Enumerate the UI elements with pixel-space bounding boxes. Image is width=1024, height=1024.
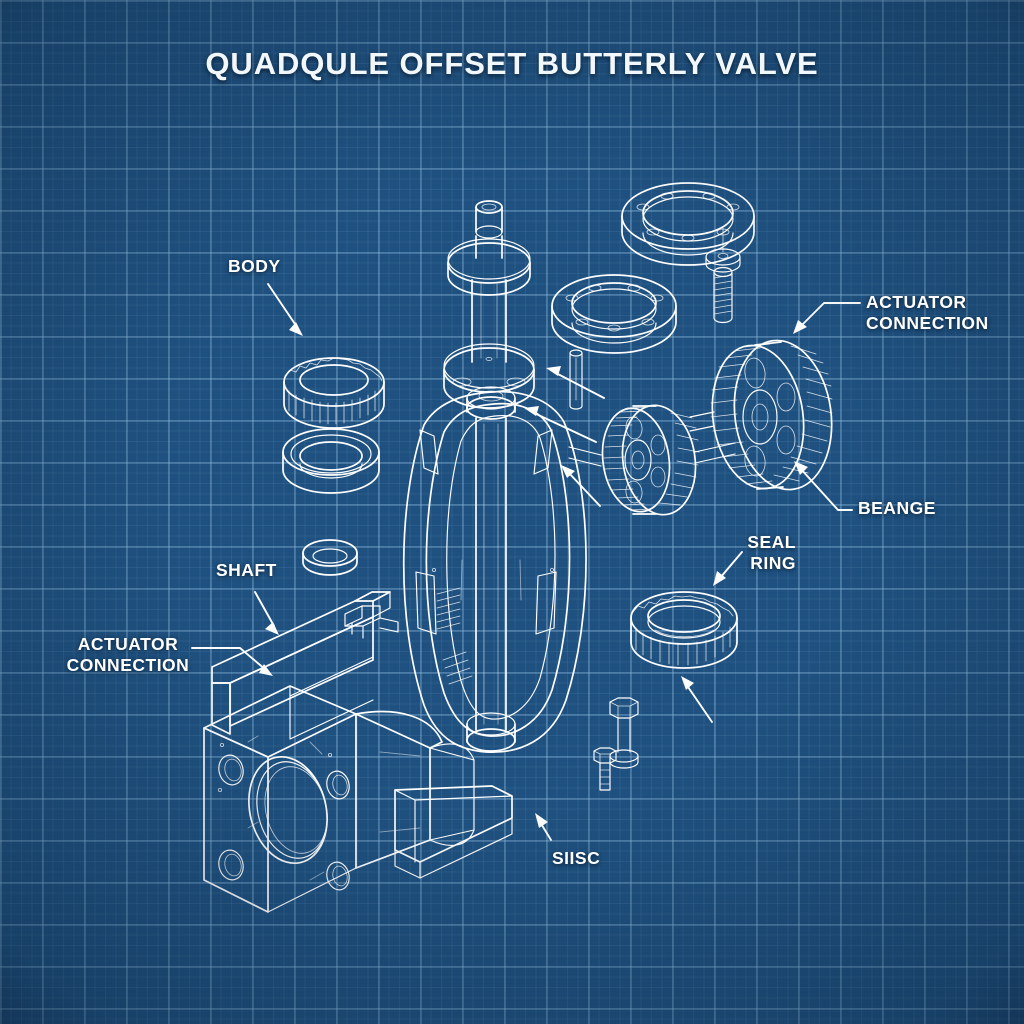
callout-label-actuator-connection-top: ACTUATOR CONNECTION: [866, 292, 989, 333]
part-flange-washer: [705, 227, 741, 273]
part-butterfly-disc: [402, 386, 587, 753]
part-bearing-ring: [282, 428, 380, 494]
part-flange-bolt: [713, 266, 733, 324]
part-seal-ring-gear: [630, 591, 738, 669]
page-title: QUADQULE OFFSET BUTTERLY VALVE: [205, 46, 819, 81]
part-hex-bolt-large: [609, 697, 639, 769]
callout-label-beange: BEANGE: [858, 498, 936, 518]
callout-label-seal-ring: SEAL RING: [747, 532, 796, 573]
leader-seal-ring-lower: [681, 676, 713, 723]
callout-label-siisc: SIISC: [552, 848, 601, 868]
leader-actuator-connection-top: [793, 302, 861, 334]
leader-disc-upper: [524, 406, 597, 443]
part-drive-gear: [568, 404, 736, 516]
part-hex-bolt-small: [593, 747, 617, 791]
part-lower-flange: [551, 274, 677, 354]
part-actuator-gear: [689, 339, 833, 491]
leader-shaft: [254, 591, 279, 635]
leader-beange: [794, 461, 853, 511]
leader-body: [267, 283, 303, 336]
leader-siisc: [535, 813, 552, 841]
part-spacer-washer: [302, 539, 358, 576]
callout-label-actuator-connection-left: ACTUATOR CONNECTION: [66, 634, 190, 675]
part-stem-shaft: [443, 200, 535, 409]
part-upper-flange: [621, 182, 755, 266]
part-dowel-pin: [569, 349, 583, 410]
callout-label-shaft: SHAFT: [216, 560, 277, 580]
leader-seal-ring: [713, 551, 743, 586]
part-splined-ring: [283, 357, 385, 429]
callout-label-body: BODY: [228, 256, 281, 276]
leader-pin: [546, 366, 605, 399]
